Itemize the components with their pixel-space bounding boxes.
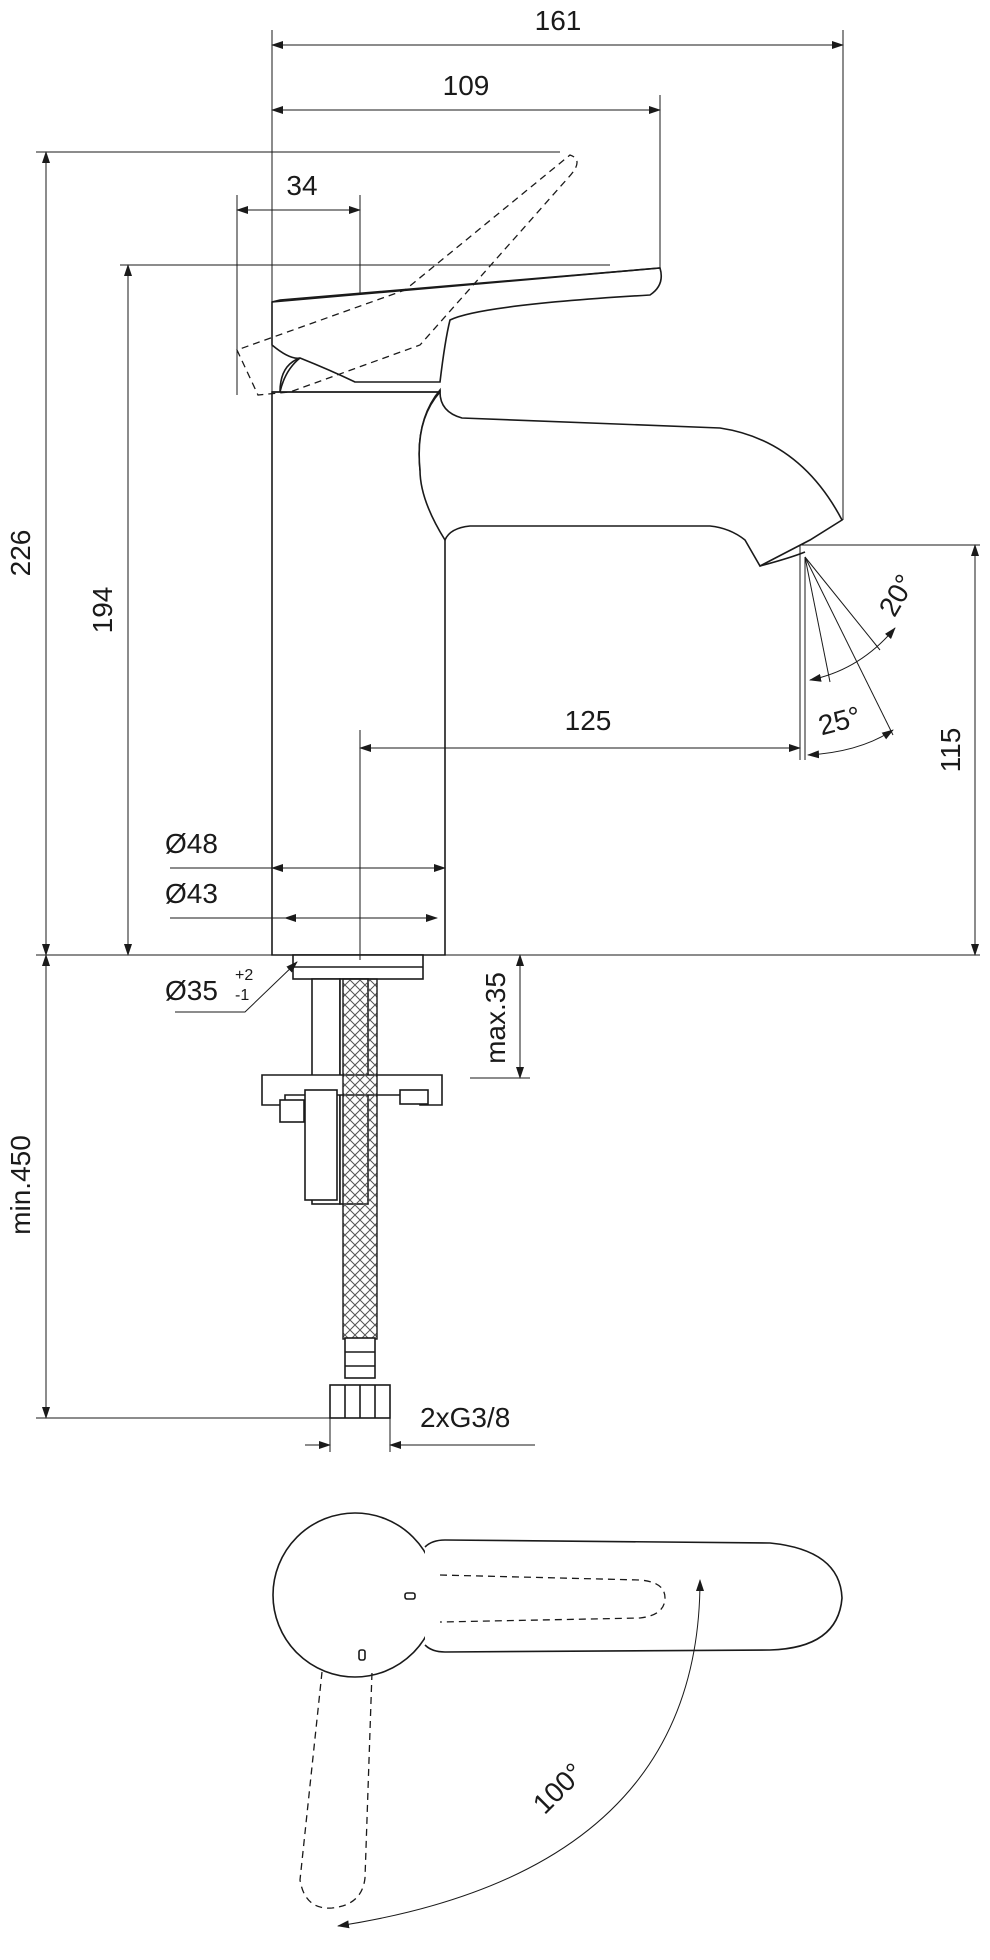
- dim-overall-length: 161: [535, 5, 582, 36]
- dim-spout-height: 115: [935, 728, 966, 773]
- dim-connection: 2xG3/8: [420, 1402, 510, 1433]
- dimension-labels: 161 109 34 226 194 125 115 Ø48 Ø43 Ø35 +…: [5, 5, 966, 1433]
- dim-spout-projection: 125: [565, 705, 612, 736]
- angle-spray-b: 25°: [815, 700, 864, 741]
- body-top-circle: [272, 1512, 438, 1678]
- dim-body-height: 194: [87, 587, 118, 634]
- side-view: 161 109 34 226 194 125 115 Ø48 Ø43 Ø35 +…: [5, 5, 980, 1452]
- angle-spray-a: 20°: [873, 569, 921, 621]
- dimension-lines: [42, 41, 979, 1452]
- top-view: 100°: [272, 1512, 843, 1929]
- dim-hole-tol-lower: -1: [235, 987, 249, 1004]
- base-ring: [292, 954, 424, 980]
- lever-top-alt-rotated: [299, 1671, 373, 1909]
- dim-min-hose: min.450: [5, 1135, 36, 1235]
- dim-lever-reach: 109: [443, 70, 490, 101]
- braided-hose: [329, 978, 391, 1419]
- rotation-arc: [337, 1579, 704, 1929]
- dim-lever-offset: 34: [286, 170, 317, 201]
- dim-body-diameter-inner: Ø43: [165, 878, 218, 909]
- lever-alt-position: [236, 154, 578, 396]
- dim-hole-tol-upper: +2: [235, 967, 253, 984]
- angle-lever-rotation: 100°: [527, 1757, 590, 1820]
- lever: [271, 267, 663, 393]
- dim-total-height: 226: [5, 530, 36, 577]
- dim-body-diameter-outer: Ø48: [165, 828, 218, 859]
- lever-top: [424, 1539, 843, 1653]
- dim-max-thickness: max.35: [480, 972, 511, 1064]
- dim-hole-diameter: Ø35: [165, 975, 218, 1006]
- spray-cone: [804, 556, 896, 760]
- faucet-body: [271, 387, 844, 956]
